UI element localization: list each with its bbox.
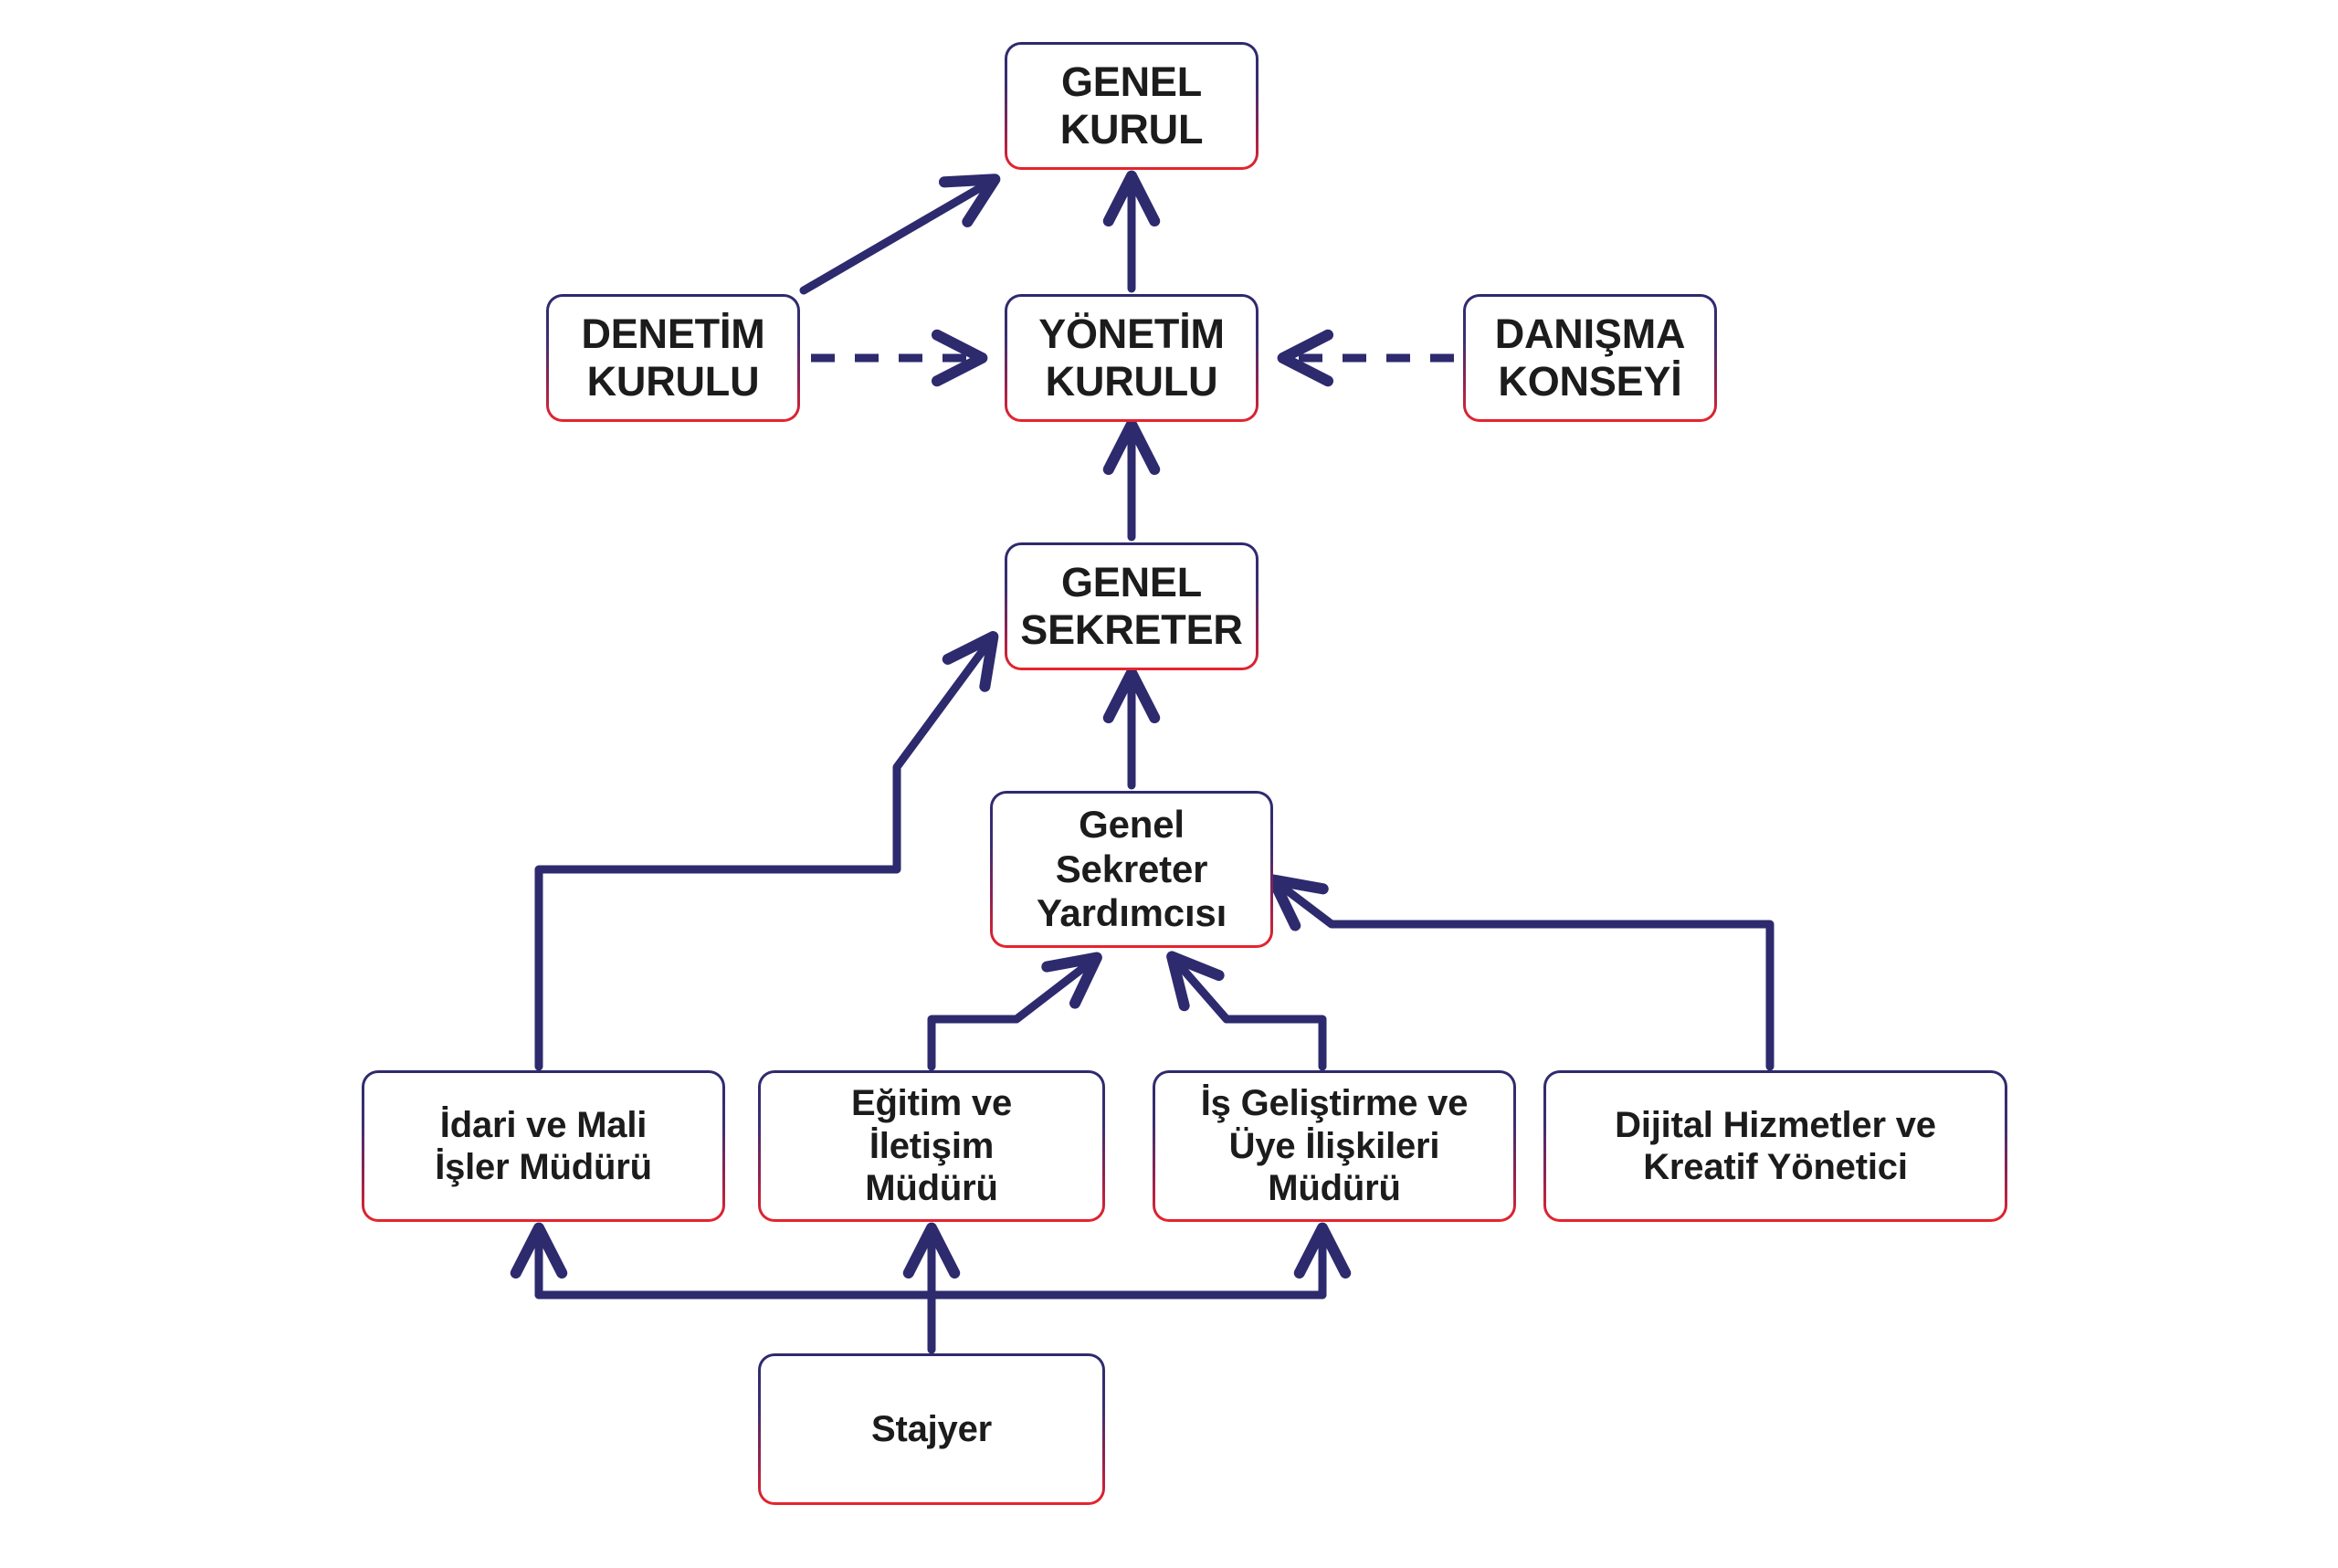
edge-egitim-to-sekreter-yrd	[927, 952, 1102, 1071]
node-label-idari-ve-mali-isler-muduru: İdari ve Mali İşler Müdürü	[435, 1104, 652, 1187]
node-label-egitim-ve-iletisim-muduru: Eğitim ve İletişim Müdürü	[850, 1083, 1013, 1209]
edge-is-gelistirme-to-sekreter-yrd	[1166, 951, 1327, 1071]
edge-dijital-to-sekreter-yrd	[1268, 874, 1775, 1071]
node-label-yonetim-kurulu: YÖNETİM KURULU	[1038, 310, 1225, 405]
node-dijital-hizmetler-ve-kreatif-yonetici[interactable]: Dijital Hizmetler ve Kreatif Yönetici	[1543, 1070, 2007, 1222]
node-genel-sekreter-yardimcisi[interactable]: Genel Sekreter Yardımcısı	[990, 791, 1273, 948]
node-idari-ve-mali-isler-muduru[interactable]: İdari ve Mali İşler Müdürü	[362, 1070, 725, 1222]
node-is-gelistirme-ve-uye-iliskileri-muduru[interactable]: İş Geliştirme ve Üye İlişkileri Müdürü	[1153, 1070, 1516, 1222]
node-yonetim-kurulu[interactable]: YÖNETİM KURULU	[1005, 294, 1259, 422]
node-label-danisma-konseyi: DANIŞMA KONSEYİ	[1494, 310, 1686, 405]
node-egitim-ve-iletisim-muduru[interactable]: Eğitim ve İletişim Müdürü	[758, 1070, 1105, 1222]
edge-idari-to-sekreter	[534, 631, 999, 1071]
node-label-genel-sekreter: GENEL SEKRETER	[1020, 558, 1243, 653]
node-label-is-gelistirme-ve-uye-iliskileri-muduru: İş Geliştirme ve Üye İlişkileri Müdürü	[1200, 1083, 1469, 1209]
node-label-genel-sekreter-yardimcisi: Genel Sekreter Yardımcısı	[1036, 802, 1227, 935]
node-genel-kurul[interactable]: GENEL KURUL	[1005, 42, 1259, 170]
node-genel-sekreter[interactable]: GENEL SEKRETER	[1005, 542, 1259, 670]
node-label-dijital-hizmetler-ve-kreatif-yonetici: Dijital Hizmetler ve Kreatif Yönetici	[1615, 1104, 1936, 1187]
node-label-genel-kurul: GENEL KURUL	[1059, 58, 1204, 153]
node-label-stajyer: Stajyer	[870, 1408, 993, 1449]
node-denetim-kurulu[interactable]: DENETİM KURULU	[546, 294, 800, 422]
edge-denetim-to-genel-kurul	[799, 174, 1001, 295]
node-stajyer[interactable]: Stajyer	[758, 1353, 1105, 1505]
node-label-denetim-kurulu: DENETİM KURULU	[581, 310, 765, 405]
node-danisma-konseyi[interactable]: DANIŞMA KONSEYİ	[1463, 294, 1717, 422]
